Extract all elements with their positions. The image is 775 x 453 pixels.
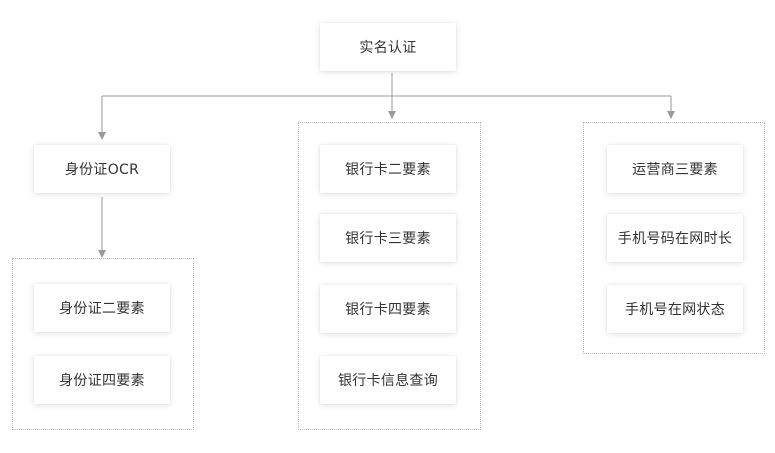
bank-card-info-query-node: 银行卡信息查询	[320, 356, 456, 404]
phone-online-duration-node: 手机号码在网时长	[607, 214, 743, 262]
id-card-group	[12, 258, 194, 430]
bank-card-three-factor-node: 银行卡三要素	[320, 214, 456, 262]
id-card-four-factor-node: 身份证四要素	[34, 356, 170, 404]
id-card-two-factor-node: 身份证二要素	[34, 284, 170, 332]
phone-online-status-node: 手机号在网状态	[607, 285, 743, 333]
id-card-ocr-node: 身份证OCR	[34, 145, 170, 193]
bank-card-two-factor-node: 银行卡二要素	[320, 145, 456, 193]
carrier-group	[583, 122, 765, 354]
bank-card-group	[298, 122, 481, 430]
bank-card-four-factor-node: 银行卡四要素	[320, 285, 456, 333]
root-node: 实名认证	[320, 23, 456, 71]
carrier-three-factor-node: 运营商三要素	[607, 145, 743, 193]
